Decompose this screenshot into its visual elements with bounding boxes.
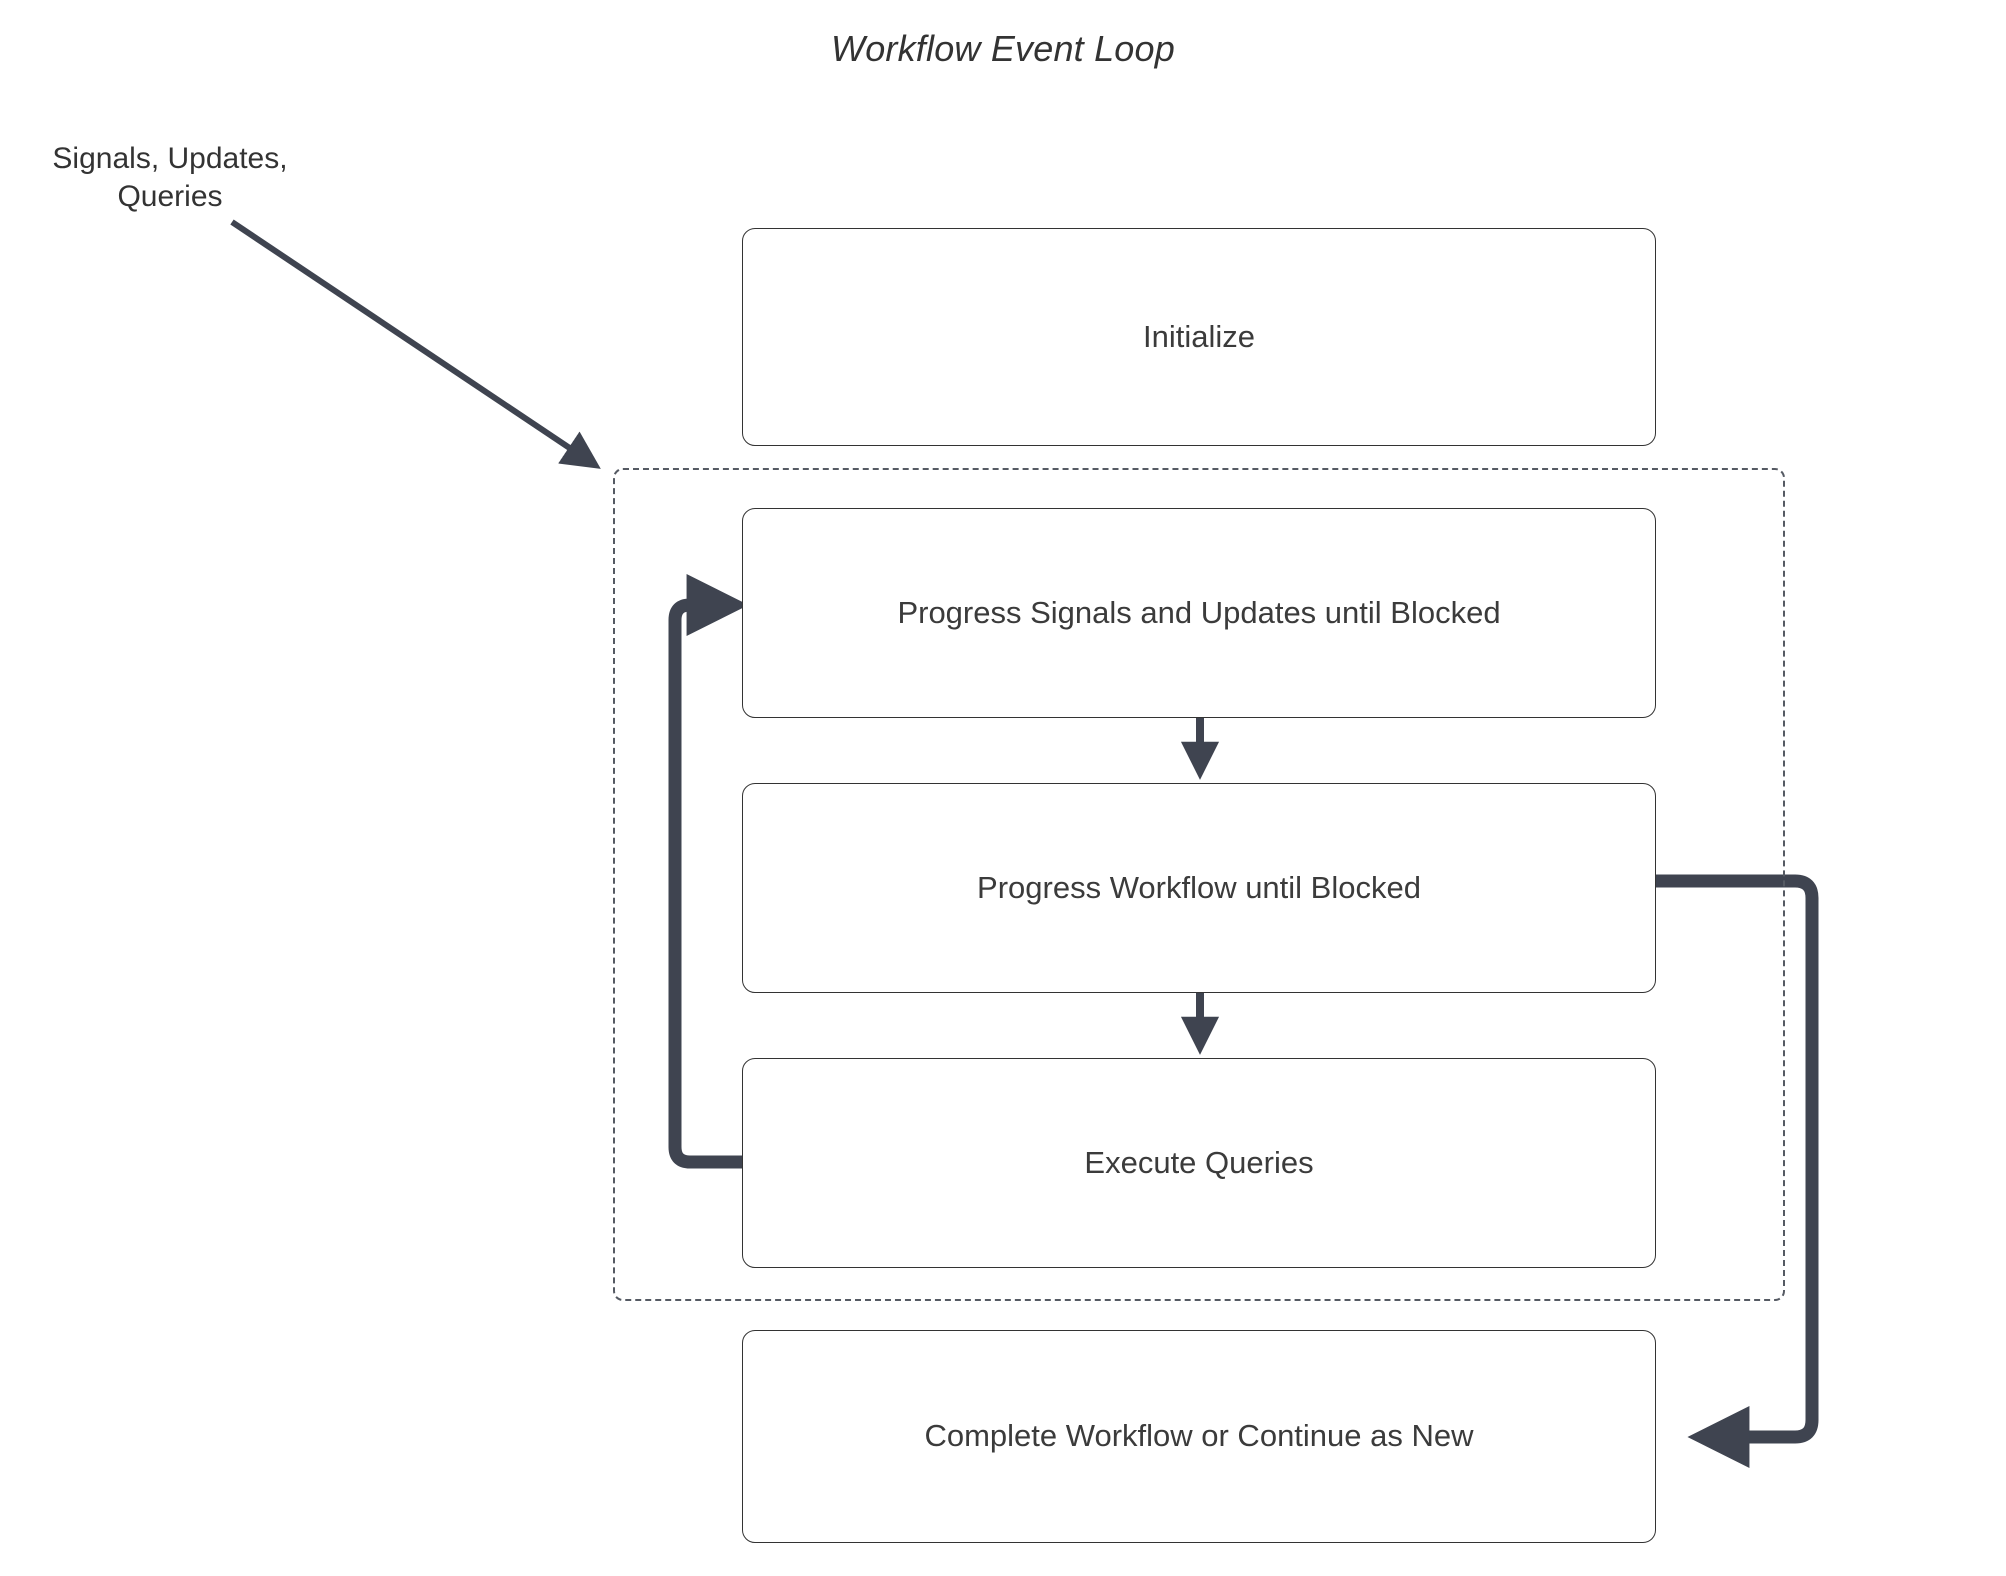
- node-progress-signals[interactable]: Progress Signals and Updates until Block…: [742, 508, 1656, 718]
- node-execute-queries[interactable]: Execute Queries: [742, 1058, 1656, 1268]
- edge-label-external-input: Signals, Updates, Queries: [52, 142, 288, 214]
- node-initialize[interactable]: Initialize: [742, 228, 1656, 446]
- node-progress-workflow-label: Progress Workflow until Blocked: [977, 869, 1421, 905]
- page-title: Workflow Event Loop: [831, 28, 1175, 69]
- node-progress-signals-label: Progress Signals and Updates until Block…: [897, 594, 1501, 630]
- node-complete-workflow[interactable]: Complete Workflow or Continue as New: [742, 1330, 1656, 1543]
- node-execute-queries-label: Execute Queries: [1084, 1144, 1314, 1180]
- node-initialize-label: Initialize: [1143, 318, 1255, 354]
- node-progress-workflow[interactable]: Progress Workflow until Blocked: [742, 783, 1656, 993]
- node-complete-workflow-label: Complete Workflow or Continue as New: [924, 1418, 1474, 1454]
- edge-external-input-to-loop: [230, 219, 601, 469]
